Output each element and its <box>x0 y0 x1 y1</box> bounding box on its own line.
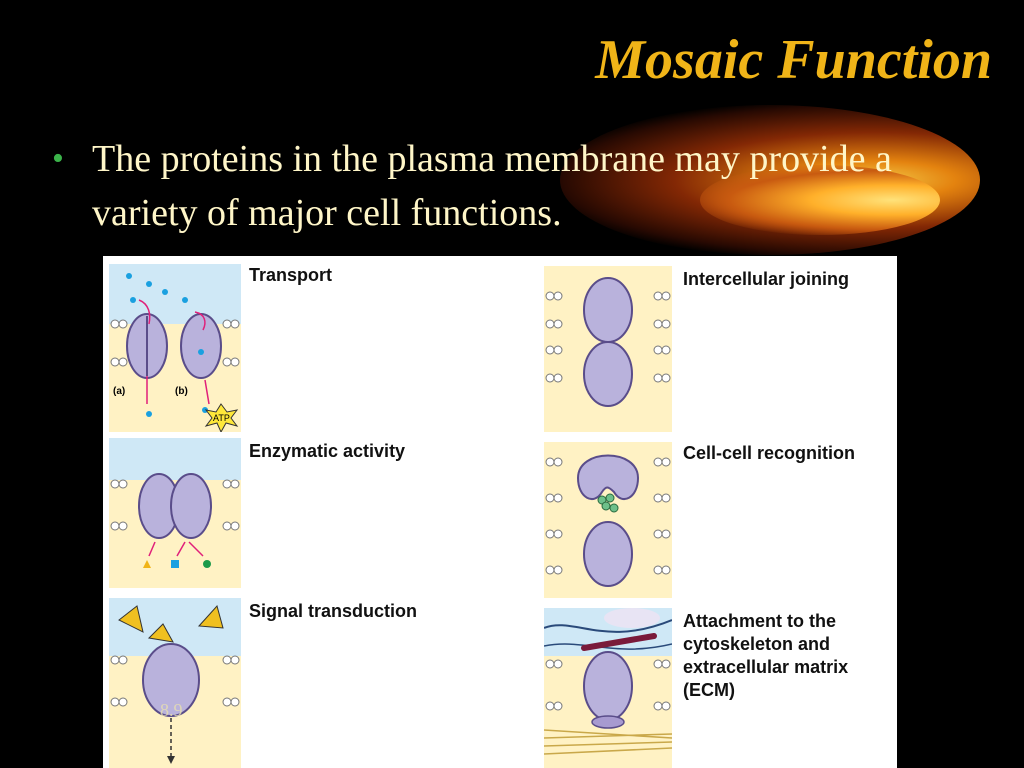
caption-cell-cell-recognition: Cell-cell recognition <box>683 443 856 463</box>
caption-enzymatic-activity: Enzymatic activity <box>249 441 406 461</box>
signal-transduction-diagram <box>109 598 241 768</box>
cell-cell-recognition-diagram <box>544 442 672 598</box>
caption-intercellular-joining: Intercellular joining <box>683 269 850 289</box>
membrane-protein-figure: (a) (b) ATP Transport Enzymatic activity <box>103 256 897 768</box>
atp-badge: ATP <box>213 413 230 423</box>
caption-signal-transduction: Signal transduction <box>249 601 418 621</box>
transport-sublabel-b: (b) <box>175 386 188 397</box>
slide-title: Mosaic Function <box>595 29 992 91</box>
bullet-text: The proteins in the plasma membrane may … <box>92 138 892 234</box>
transport-diagram: (a) (b) ATP <box>109 264 241 432</box>
figure-number-watermark: 8.9 <box>160 700 183 720</box>
caption-attachment-ecm: Attachment to the cytoskeleton and extra… <box>683 611 849 700</box>
bullet-dot-icon: • <box>52 140 64 177</box>
caption-transport: Transport <box>249 265 333 285</box>
attachment-ecm-diagram <box>544 608 672 768</box>
transport-sublabel-a: (a) <box>113 386 125 397</box>
enzymatic-activity-diagram <box>109 438 241 588</box>
orange-glow-highlight <box>700 165 940 235</box>
intercellular-joining-diagram <box>544 266 672 432</box>
